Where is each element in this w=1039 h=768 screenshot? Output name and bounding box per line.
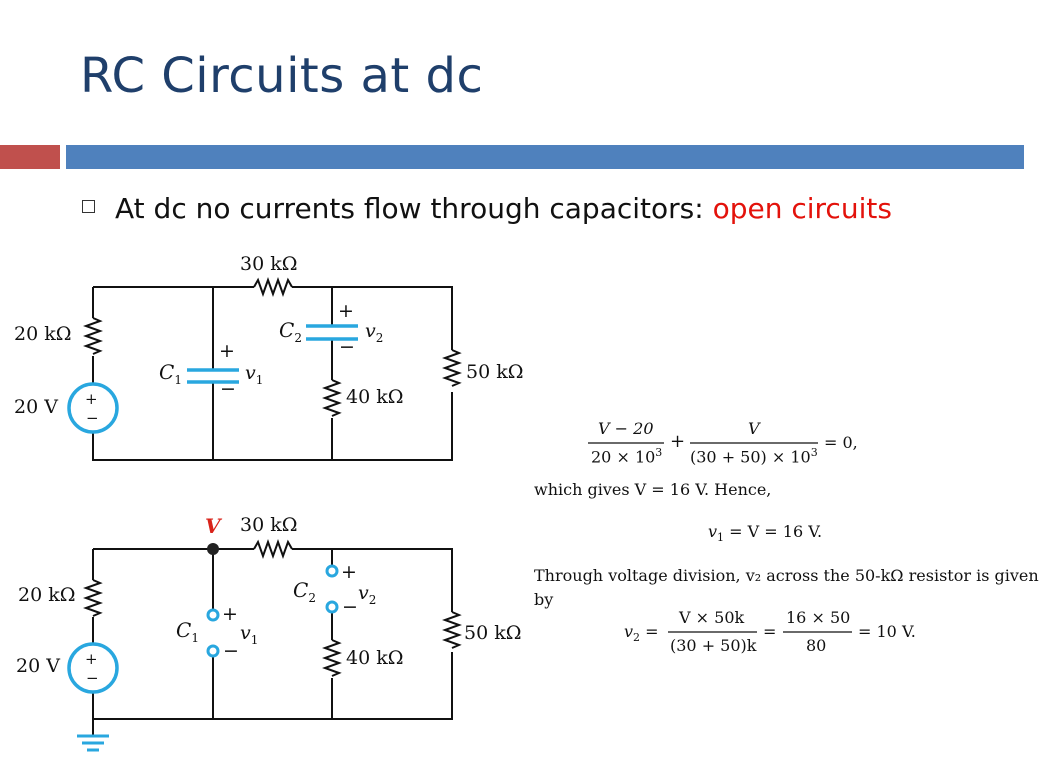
slide-title: RC Circuits at dc [80, 48, 484, 104]
bottom-c1-plus: + [222, 603, 238, 625]
eq3-denominator-1: (30 + 50)k [670, 636, 757, 655]
bottom-c2-minus: − [342, 596, 358, 618]
bottom-label-node-v: V [205, 514, 221, 538]
top-capacitors [187, 324, 358, 384]
solution-line-3: by [534, 590, 554, 609]
bottom-label-50k: 50 kΩ [464, 622, 522, 644]
bottom-resistor-50k [442, 611, 462, 649]
bottom-source-plus: + [85, 650, 98, 668]
top-resistor-20k [83, 317, 103, 355]
eq1-numerator-1: V − 20 [598, 419, 654, 438]
top-label-v2: v2 [365, 320, 384, 345]
bottom-label-c2: C2 [293, 578, 316, 605]
top-resistor-40k [322, 379, 342, 417]
node-v-dot [207, 543, 219, 555]
eq3-denominator-2: 80 [806, 636, 827, 655]
top-label-c2: C2 [279, 318, 302, 345]
top-source-minus: − [86, 409, 99, 427]
bottom-label-20v: 20 V [16, 655, 60, 677]
eq3-numerator-1: V × 50k [679, 608, 745, 627]
top-resistor-30k [253, 277, 293, 297]
top-voltage-source [67, 382, 119, 434]
eq1-numerator-2: V [748, 419, 760, 438]
top-c2-plus: + [338, 300, 354, 322]
solution-line-1: which gives V = 16 V. Hence, [534, 480, 772, 499]
bottom-label-c1: C1 [176, 618, 199, 645]
bottom-label-40k: 40 kΩ [346, 647, 404, 669]
eq3-equals-2: = [763, 622, 777, 641]
top-source-plus: + [85, 390, 98, 408]
circuit-top [83, 277, 462, 461]
equation-fraction-bars [588, 442, 852, 633]
bottom-label-30k: 30 kΩ [240, 514, 298, 536]
bottom-resistor-30k [253, 539, 293, 559]
bottom-source-minus: − [86, 669, 99, 687]
bottom-voltage-source [67, 642, 119, 694]
c1-terminal-bottom [206, 644, 220, 658]
eq1-denominator-1: 20 × 103 [591, 446, 663, 467]
bullet-text: At dc no currents flow through capacitor… [115, 192, 704, 225]
circuit-bottom [83, 539, 462, 736]
top-label-40k: 40 kΩ [346, 386, 404, 408]
accent-band-blue [66, 145, 1024, 169]
top-label-50k: 50 kΩ [466, 361, 524, 383]
top-c2-minus: − [339, 336, 355, 358]
bottom-wire-outer [92, 548, 453, 720]
top-label-20k: 20 kΩ [14, 323, 72, 345]
c2-terminal-bottom [325, 600, 339, 614]
bottom-resistor-40k [322, 639, 342, 677]
bottom-c2-plus: + [341, 561, 357, 583]
eq1-tail: = 0, [824, 433, 858, 452]
bottom-label-v1: v1 [240, 622, 259, 647]
c1-terminal-top [206, 608, 220, 622]
top-wire-outer [92, 286, 453, 461]
eq3-lhs: v2 = [624, 622, 659, 645]
c2-terminal-top [325, 564, 339, 578]
bottom-c1-minus: − [223, 640, 239, 662]
bottom-label-20k: 20 kΩ [18, 584, 76, 606]
top-c1-minus: − [220, 378, 236, 400]
top-label-c1: C1 [159, 360, 182, 387]
eq2: v1 = V = 16 V. [708, 522, 823, 545]
open-circuit-terminals [206, 564, 339, 658]
eq3-numerator-2: 16 × 50 [786, 608, 851, 627]
bullet-item: At dc no currents flow through capacitor… [82, 192, 892, 225]
eq1-plus: + [670, 431, 686, 452]
top-label-20v: 20 V [14, 396, 58, 418]
eq1-denominator-2: (30 + 50) × 103 [690, 446, 818, 467]
bullet-highlight: open circuits [712, 192, 892, 225]
top-c1-plus: + [219, 340, 235, 362]
bottom-resistor-20k [83, 579, 103, 617]
accent-band-red [0, 145, 60, 169]
ground-icon [77, 734, 109, 752]
bottom-label-v2: v2 [358, 582, 377, 607]
top-resistor-50k [442, 349, 462, 387]
solution-line-2: Through voltage division, v₂ across the … [534, 566, 1039, 585]
top-label-v1: v1 [245, 362, 264, 387]
top-label-30k: 30 kΩ [240, 253, 298, 275]
square-bullet-icon [82, 200, 95, 213]
eq3-tail: = 10 V. [858, 622, 916, 641]
